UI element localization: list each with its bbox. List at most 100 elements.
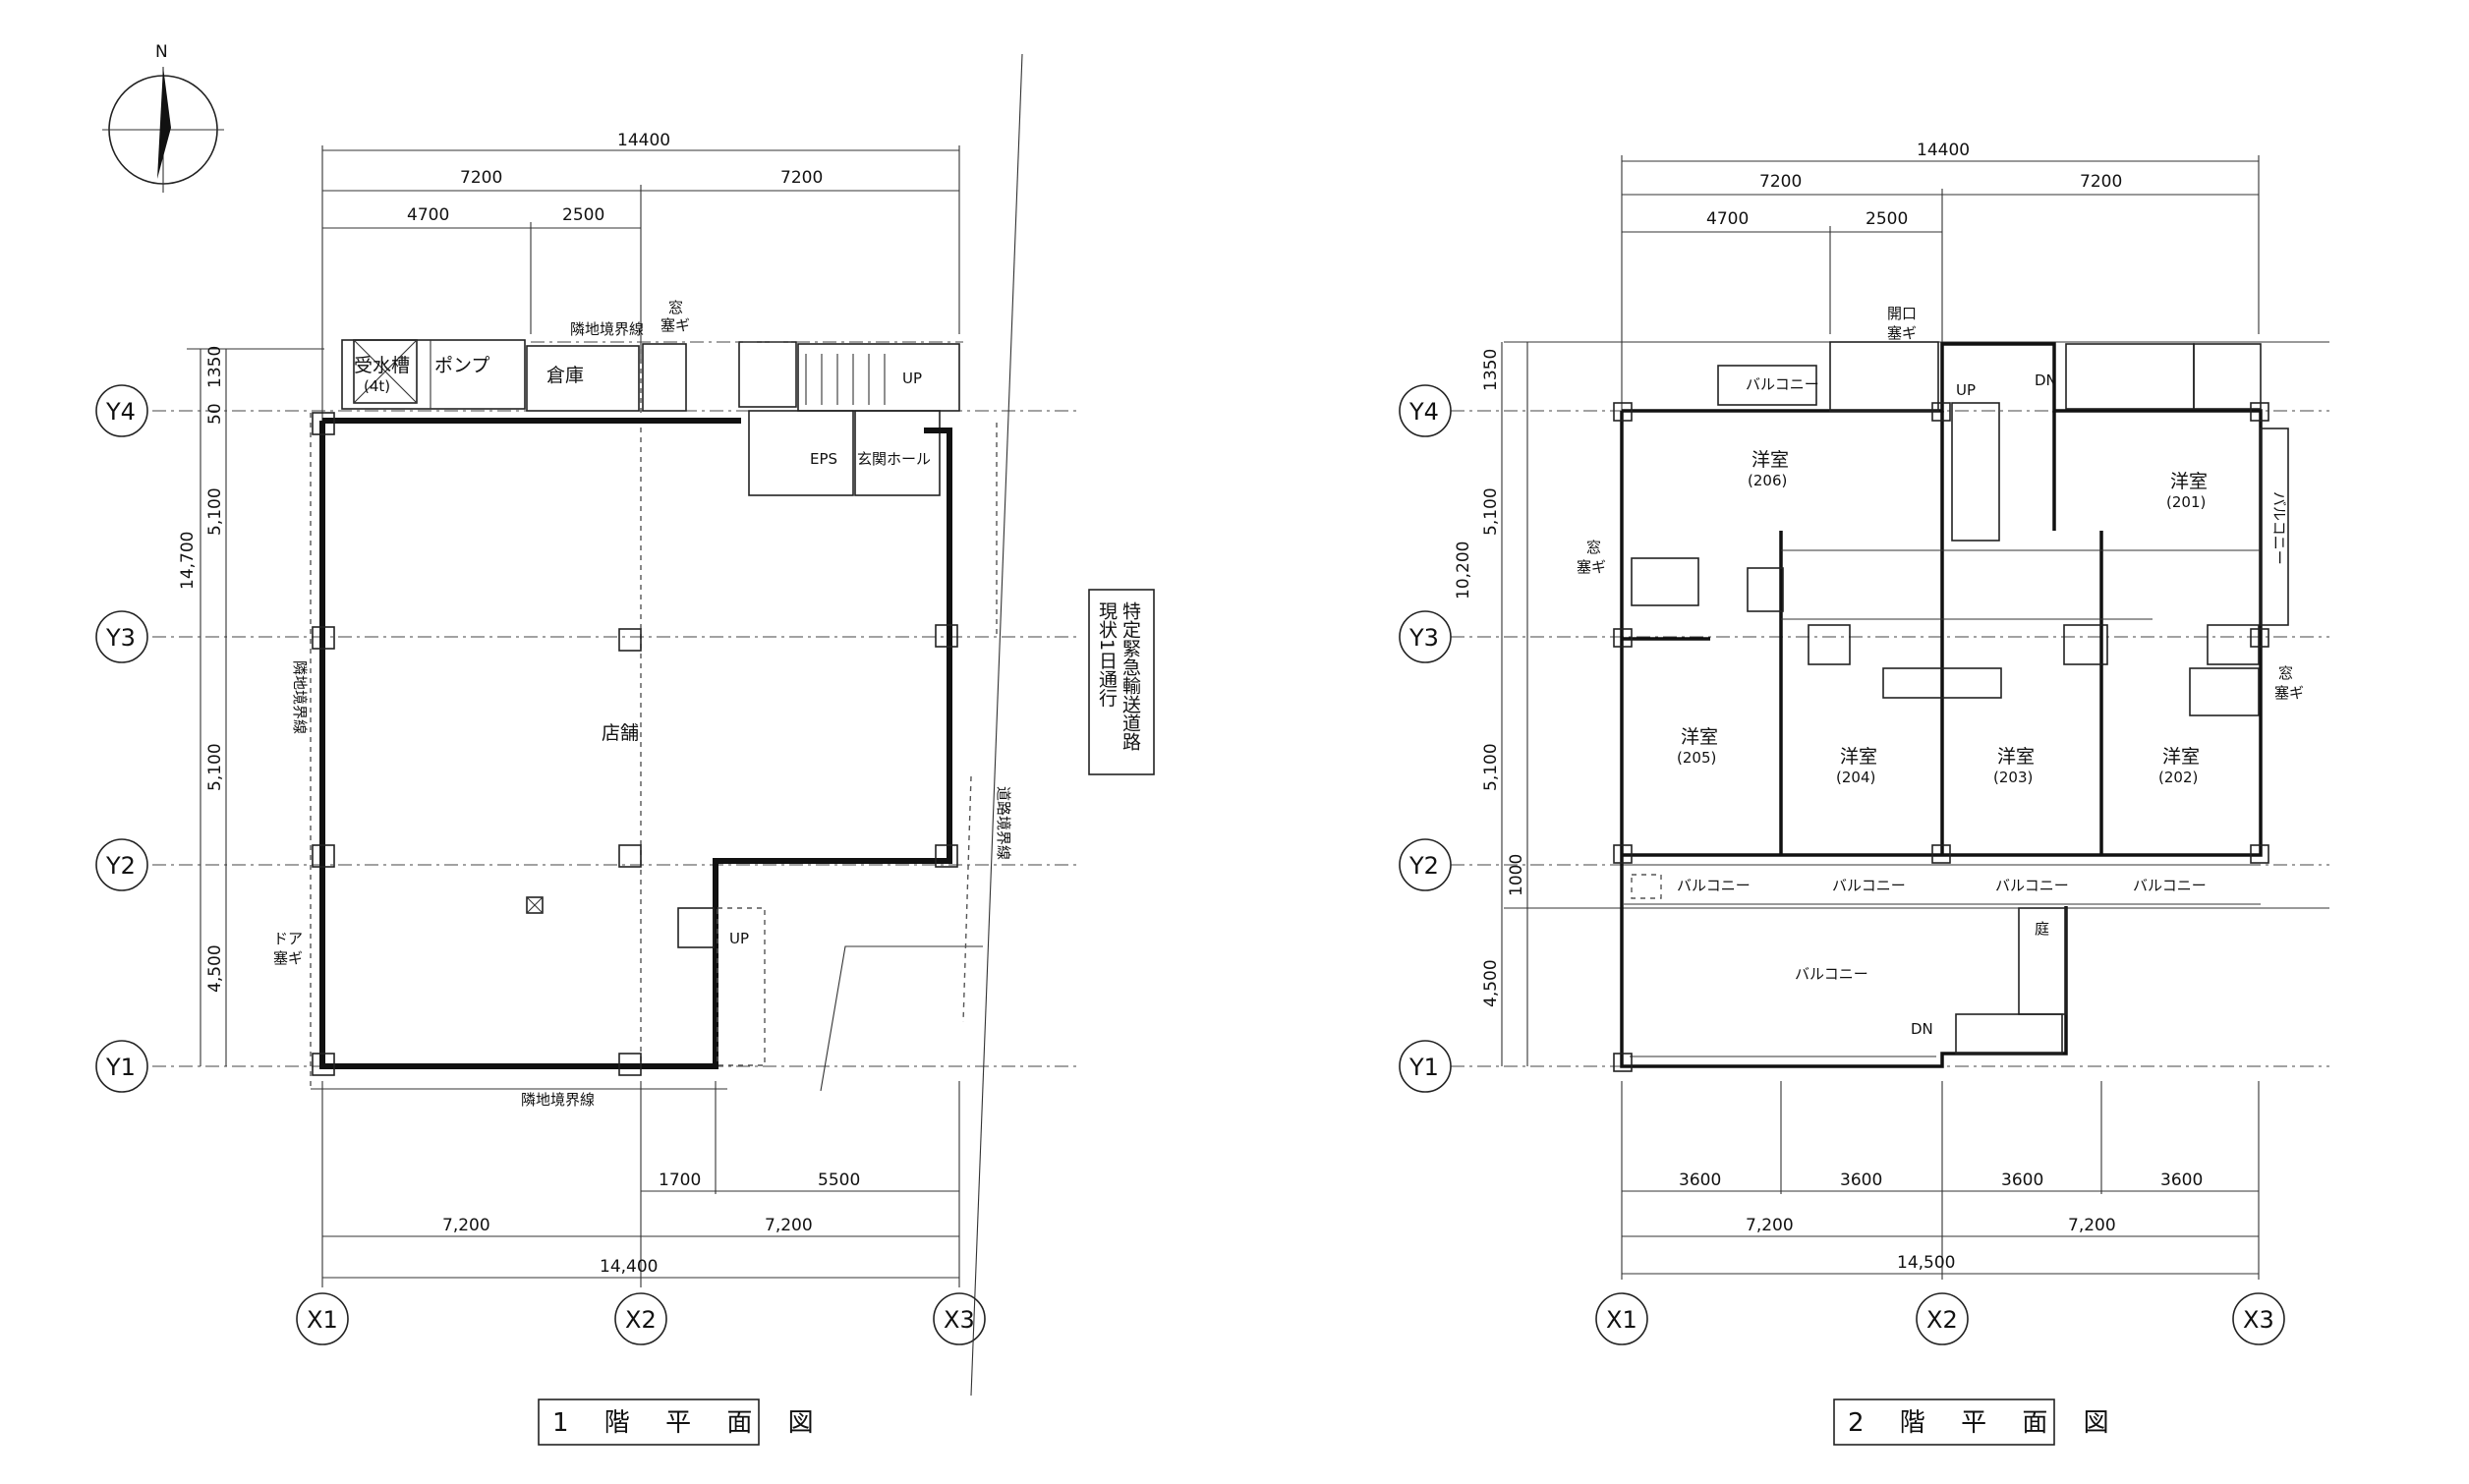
north-label: N bbox=[155, 42, 168, 62]
f2-grid-x1: X1 bbox=[1595, 1292, 1648, 1345]
f2-r202: 洋室 bbox=[2162, 746, 2200, 768]
f2-dim-top: 1350 bbox=[1481, 349, 1501, 391]
f2-grid-y2: Y2 bbox=[1399, 838, 1452, 891]
f1-dim-b: 5,100 bbox=[205, 743, 225, 791]
f1-dim-total-left: 14,700 bbox=[178, 532, 198, 590]
f1-dim-top-b: 50 bbox=[205, 403, 225, 425]
f2-window-r: 窓 bbox=[2278, 664, 2293, 682]
f1-storage: 倉庫 bbox=[546, 365, 584, 386]
svg-text:2 階 平 面 図: 2 階 平 面 図 bbox=[1848, 1408, 2123, 1438]
f1-dim-total: 14400 bbox=[617, 131, 670, 150]
f1-grid-y4: Y4 bbox=[95, 384, 148, 437]
f1-dim-sub-a: 4700 bbox=[407, 205, 449, 225]
f1-dim-bottom-b: 5500 bbox=[818, 1170, 860, 1190]
floor2-walls bbox=[1620, 341, 2289, 1068]
svg-text:Y3: Y3 bbox=[1408, 624, 1439, 652]
f2-dim-c: 4,500 bbox=[1481, 959, 1501, 1007]
f2-dim-sub-a: 4700 bbox=[1706, 209, 1749, 229]
f2-r203: 洋室 bbox=[1997, 746, 2035, 768]
f1-grid-x3: X3 bbox=[933, 1292, 986, 1345]
f2-dim-bottom-total: 14,500 bbox=[1897, 1253, 1955, 1273]
road-note: 特定緊急輸送道路 現状1日通行 bbox=[1088, 589, 1155, 775]
f1-grid-x2: X2 bbox=[614, 1292, 667, 1345]
f1-water-tank-cap: (4t) bbox=[364, 377, 390, 395]
floor1-annex: 受水槽 (4t) ポンプ 倉庫 UP EPS 玄関ホール 窓 塞ギ 隣地境界線 bbox=[341, 299, 963, 496]
f1-dim-bottom-a: 1700 bbox=[659, 1170, 701, 1190]
f2-dim-u4: 3600 bbox=[2160, 1170, 2203, 1190]
f2-r206-no: (206) bbox=[1748, 472, 1787, 489]
f1-boundary-left: 隣地境界線 bbox=[291, 660, 309, 734]
svg-text:X2: X2 bbox=[625, 1306, 657, 1334]
f2-up: UP bbox=[1956, 381, 1976, 399]
f2-balcony-side: バルコニー bbox=[2270, 491, 2288, 565]
f2-bal2: バルコニー bbox=[1832, 877, 1906, 894]
svg-text:Y3: Y3 bbox=[105, 624, 136, 652]
f2-r206: 洋室 bbox=[1751, 449, 1789, 471]
f1-grid-y3: Y3 bbox=[95, 610, 148, 663]
floor1-dims-bottom: 1700 5500 7,200 7,200 14,400 bbox=[322, 1081, 959, 1279]
f2-window-l-sub: 塞ギ bbox=[1577, 558, 1606, 576]
f1-dim-bottom-half-left: 7,200 bbox=[442, 1216, 490, 1235]
f2-balcony-top: バルコニー bbox=[1746, 375, 1819, 393]
f2-r201-no: (201) bbox=[2166, 493, 2206, 511]
f1-pump: ポンプ bbox=[434, 355, 489, 376]
floor2-columns bbox=[1613, 402, 2269, 1072]
f1-stair-up: UP bbox=[729, 930, 749, 947]
f2-r205: 洋室 bbox=[1681, 726, 1718, 748]
f2-dim-bottom-half-right: 7,200 bbox=[2068, 1216, 2116, 1235]
f2-grid-y3: Y3 bbox=[1399, 610, 1452, 663]
f2-dim-u3: 3600 bbox=[2001, 1170, 2043, 1190]
f1-dim-top-a: 1350 bbox=[205, 346, 225, 388]
road-note-line2: 現状1日通行 bbox=[1096, 601, 1118, 707]
floor1-walls bbox=[310, 53, 1023, 1397]
floor1-dims-top: 14400 7200 7200 4700 2500 bbox=[321, 131, 960, 432]
f2-dn2: DN bbox=[1911, 1020, 1933, 1038]
f2-garden: 庭 bbox=[2035, 920, 2049, 938]
svg-text:Y2: Y2 bbox=[105, 852, 136, 880]
svg-text:Y1: Y1 bbox=[1408, 1054, 1439, 1081]
f2-bal4: バルコニー bbox=[2133, 877, 2207, 894]
floor2-dims-top: 14400 7200 7200 4700 2500 bbox=[1621, 141, 2260, 413]
f2-r203-no: (203) bbox=[1993, 769, 2033, 786]
f1-water-tank: 受水槽 bbox=[354, 355, 410, 376]
f2-dim-total-left: 10,200 bbox=[1454, 542, 1473, 599]
svg-text:X1: X1 bbox=[307, 1306, 338, 1334]
f2-grid-x3: X3 bbox=[2232, 1292, 2285, 1345]
f2-r202-no: (202) bbox=[2158, 769, 2198, 786]
f2-r204-no: (204) bbox=[1836, 769, 1875, 786]
floor1-plan: 14400 7200 7200 4700 2500 14,700 5,100 5… bbox=[152, 53, 1155, 1446]
f2-r201: 洋室 bbox=[2170, 471, 2208, 492]
f1-boundary-road: 道路境界線 bbox=[995, 786, 1012, 860]
f2-dn: DN bbox=[2035, 371, 2057, 389]
f1-grid-y1: Y1 bbox=[95, 1040, 148, 1093]
road-note-line1: 特定緊急輸送道路 bbox=[1120, 601, 1141, 751]
f2-opening-sub: 塞ギ bbox=[1887, 324, 1917, 342]
svg-text:X3: X3 bbox=[944, 1306, 975, 1334]
f1-boundary-top: 隣地境界線 bbox=[570, 320, 644, 338]
f1-grid-x1: X1 bbox=[296, 1292, 349, 1345]
f1-dim-bottom-half-right: 7,200 bbox=[765, 1216, 813, 1235]
f1-boundary-bottom: 隣地境界線 bbox=[521, 1091, 595, 1109]
f2-r205-no: (205) bbox=[1677, 749, 1716, 767]
f1-dim-half-right: 7200 bbox=[780, 168, 823, 188]
floor1-title: 1 階 平 面 図 bbox=[538, 1398, 828, 1446]
svg-text:X2: X2 bbox=[1926, 1306, 1958, 1334]
svg-text:1 階 平 面 図: 1 階 平 面 図 bbox=[552, 1408, 828, 1438]
f2-dim-half-right: 7200 bbox=[2080, 172, 2122, 192]
f1-shop: 店舗 bbox=[602, 722, 639, 744]
f2-dim-bottom-half-left: 7,200 bbox=[1746, 1216, 1794, 1235]
f1-dim-a: 5,100 bbox=[205, 487, 225, 536]
f1-door: ドア bbox=[273, 930, 303, 947]
f2-bal1: バルコニー bbox=[1677, 877, 1751, 894]
svg-text:Y1: Y1 bbox=[105, 1054, 136, 1081]
f1-eps: EPS bbox=[810, 450, 837, 468]
f2-dim-u2: 3600 bbox=[1840, 1170, 1882, 1190]
floor2-dims-left: 1350 5,100 10,200 5,100 1000 4,500 bbox=[1454, 342, 1528, 1066]
f1-dim-c: 4,500 bbox=[205, 944, 225, 993]
floor1-columns bbox=[312, 412, 958, 1076]
floor1-grid-lines bbox=[152, 349, 1081, 1287]
f1-dim-half-left: 7200 bbox=[460, 168, 502, 188]
f1-window: 窓 bbox=[668, 299, 683, 316]
f1-dim-sub-b: 2500 bbox=[562, 205, 604, 225]
